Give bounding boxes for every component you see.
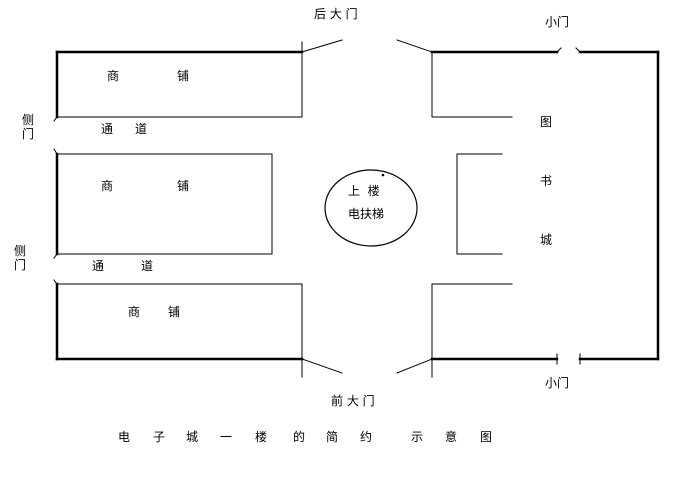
caption-char-8: 约	[360, 430, 373, 444]
diagram-caption: 电 子 城 一 楼 的 简 约 示 意 图	[0, 430, 690, 446]
side-door-1-label: 侧 门	[22, 113, 34, 141]
bookstore-label-char-1: 图	[540, 115, 553, 129]
small-door-top-label: 小门	[545, 15, 570, 29]
caption-char-9: 示	[411, 430, 424, 444]
bookstore-label-char-2: 书	[540, 174, 553, 188]
shop-2-label-char-1: 商	[101, 179, 114, 193]
caption-char-11: 图	[480, 430, 493, 444]
side-door-1-char-2: 门	[22, 127, 35, 141]
caption-char-3: 城	[186, 430, 199, 444]
caption-char-4: 一	[220, 430, 233, 444]
front-gate-right-leaf	[396, 358, 433, 374]
escalator-label-line-2: 电扶梯	[348, 207, 385, 221]
shop-1-label-char-1: 商	[107, 69, 120, 83]
small-door-top-mark-left	[556, 47, 562, 53]
shop-2-label-char-2: 铺	[177, 179, 190, 193]
passage-1-label-char-1: 通	[101, 122, 114, 136]
small-door-top-mark-right	[575, 47, 581, 53]
side-door-2-mark-top	[53, 253, 58, 259]
passage-2-label-char-2: 道	[141, 259, 154, 273]
caption-char-2: 子	[153, 430, 166, 444]
caption-char-7: 简	[326, 430, 339, 444]
rear-gate-right-leaf	[396, 39, 433, 53]
shop-3-label-char-2: 铺	[168, 305, 181, 319]
side-door-1-mark-top	[53, 116, 58, 122]
shop-3-label-char-1: 商	[128, 305, 141, 319]
caption-char-5: 楼	[255, 430, 268, 444]
side-door-2-char-1: 侧	[14, 244, 27, 258]
front-gate-label: 前 大 门	[331, 394, 375, 408]
escalator-label-line-1: 上 楼	[348, 184, 380, 198]
rear-gate-left-leaf	[301, 39, 343, 53]
rear-gate-label: 后 大 门	[314, 7, 358, 21]
front-gate-left-leaf	[301, 358, 343, 374]
passage-1-label-char-2: 道	[135, 122, 148, 136]
caption-char-6: 的	[293, 430, 306, 444]
caption-char-10: 意	[445, 430, 458, 444]
shop-1-label-char-2: 铺	[177, 69, 190, 83]
side-door-2-label: 侧 门	[14, 244, 26, 272]
small-door-bottom-label: 小门	[545, 376, 570, 390]
side-door-1-char-1: 侧	[22, 113, 35, 127]
caption-char-1: 电	[118, 430, 131, 444]
escalator-dot	[381, 173, 385, 177]
bookstore-label-char-3: 城	[540, 233, 553, 247]
side-door-2-char-2: 门	[14, 258, 27, 272]
passage-2-label-char-1: 通	[92, 259, 105, 273]
escalator-outline	[324, 169, 418, 247]
